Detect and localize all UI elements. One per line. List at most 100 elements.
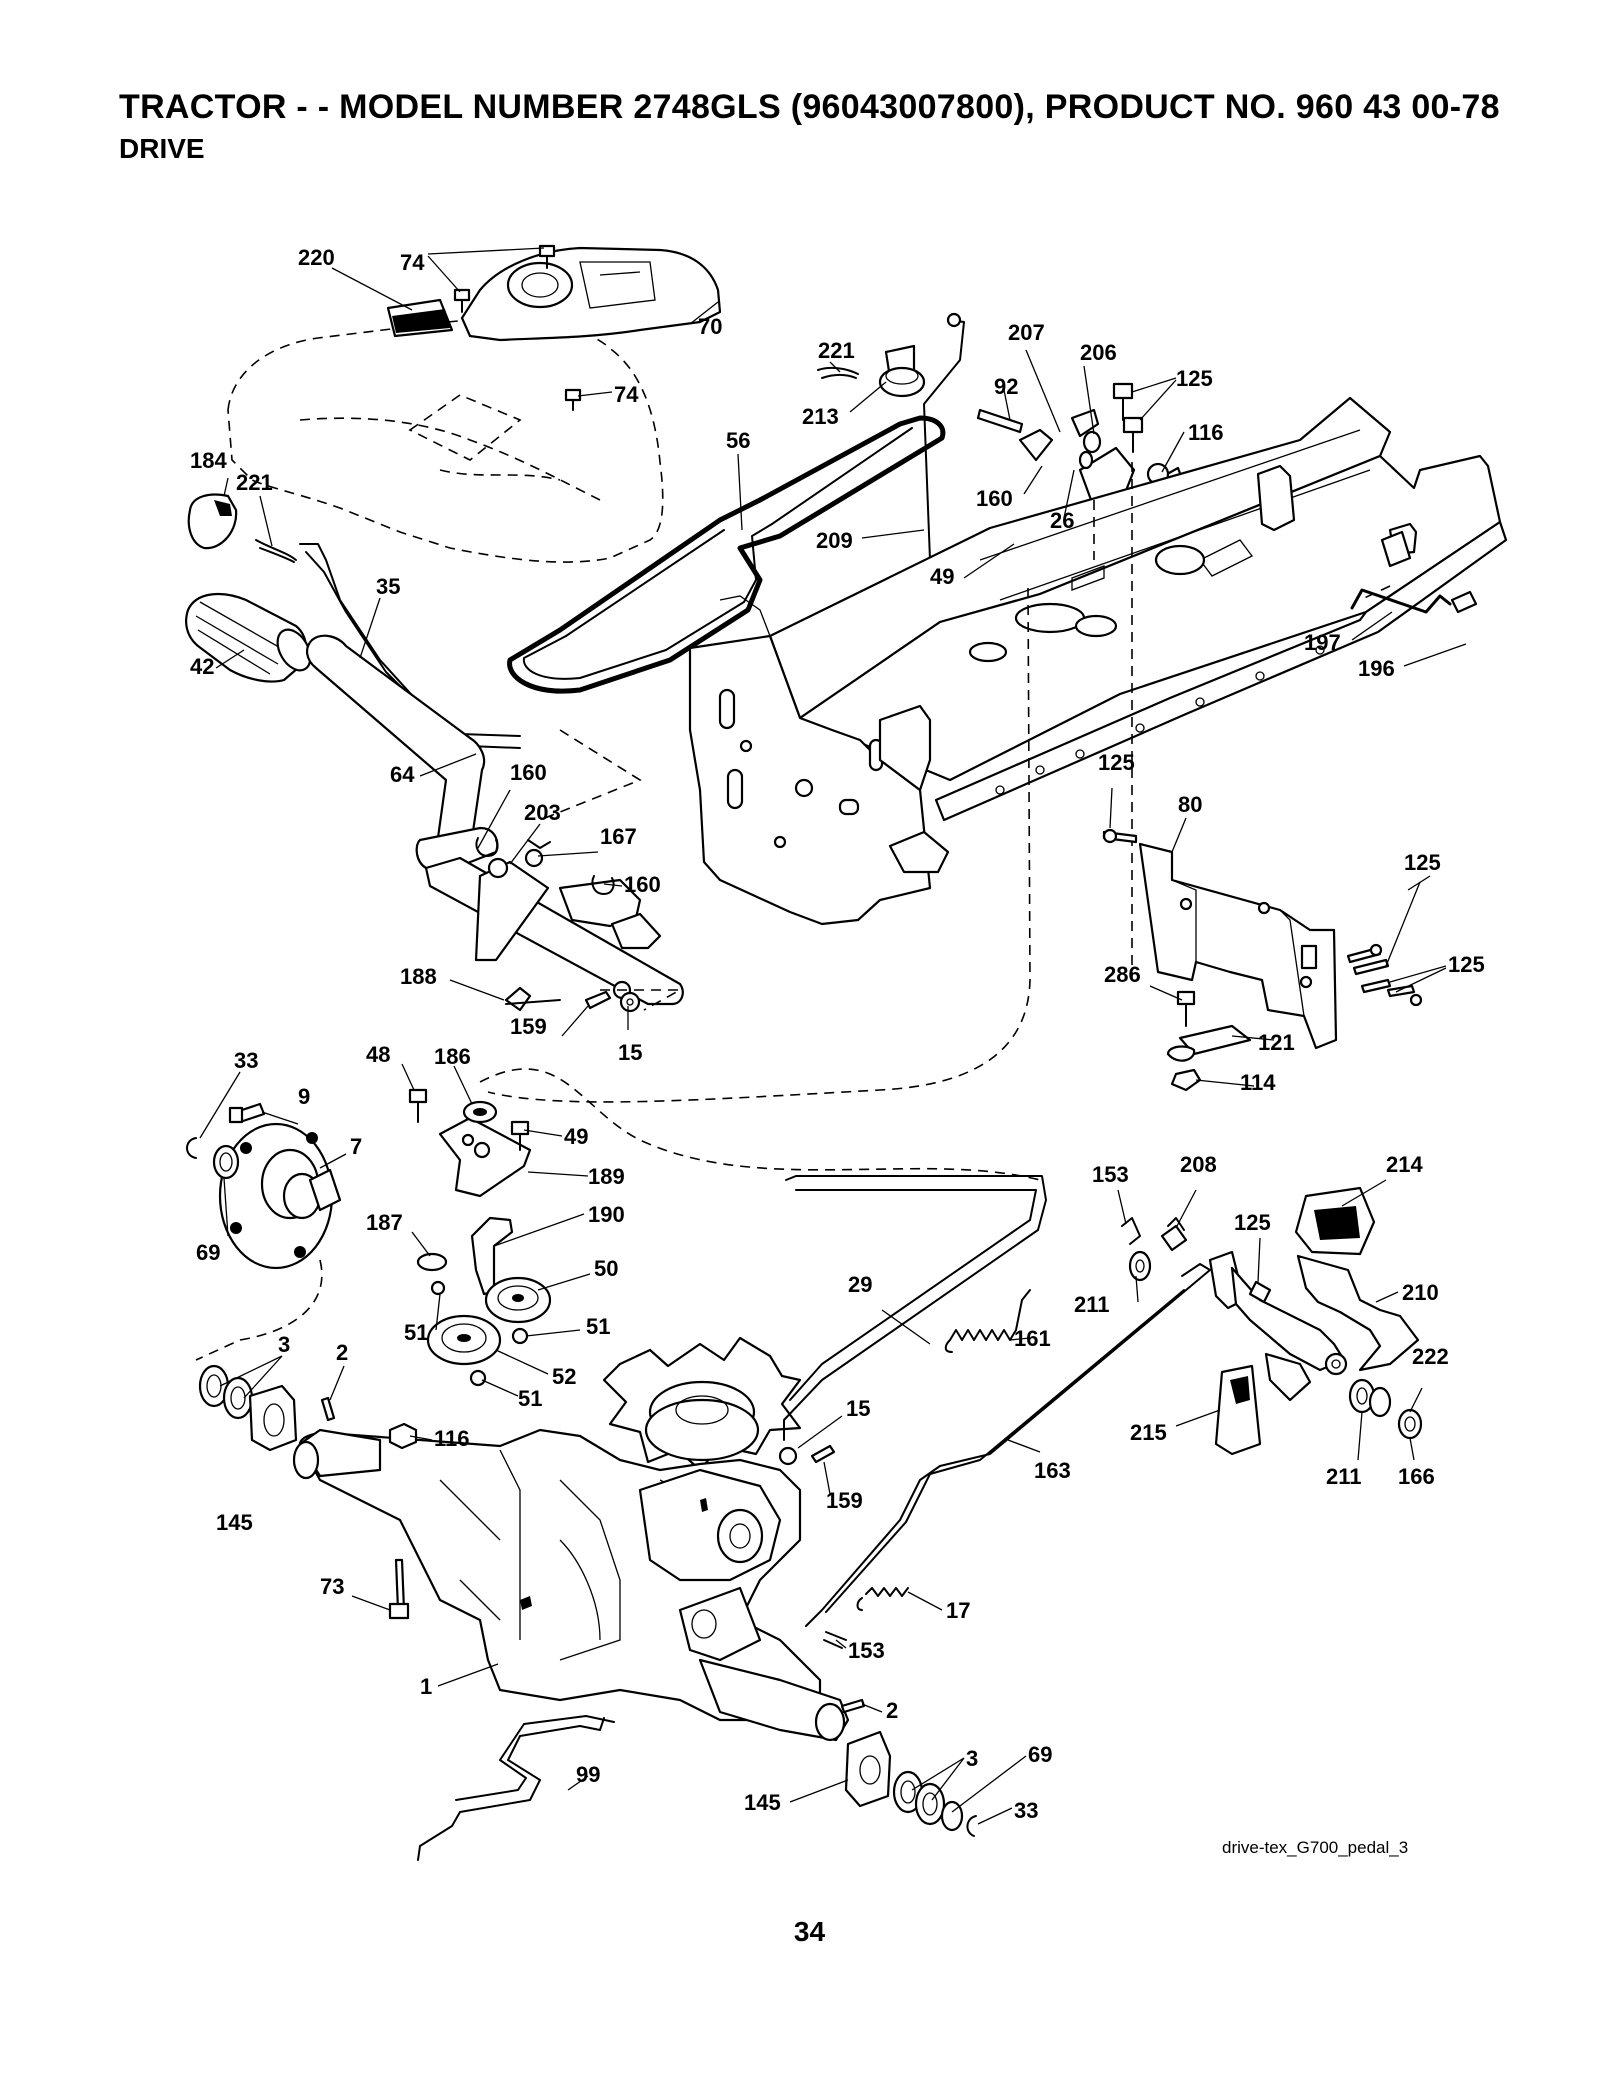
callout: 186 xyxy=(434,1044,471,1069)
callout-labels: 220 74 70 74 221 213 207 206 125 92 116 … xyxy=(190,245,1485,1823)
idler-pulleys xyxy=(426,1276,552,1387)
callout: 159 xyxy=(510,1014,547,1039)
callout: 42 xyxy=(190,654,214,679)
pedal-mechanism xyxy=(1121,1217,1348,1402)
wheel-hub xyxy=(218,1122,342,1270)
callout: 26 xyxy=(1050,508,1074,533)
pedal-pad xyxy=(1294,1186,1376,1256)
callout: 160 xyxy=(624,872,661,897)
callout: 69 xyxy=(196,1240,220,1265)
callout: 167 xyxy=(600,824,637,849)
callout: 187 xyxy=(366,1210,403,1235)
callout: 125 xyxy=(1176,366,1213,391)
washers-left xyxy=(198,1364,254,1420)
callout: 207 xyxy=(1008,320,1045,345)
callout: 2 xyxy=(886,1698,898,1723)
callout: 35 xyxy=(376,574,400,599)
callout: 15 xyxy=(846,1396,870,1421)
callout: 211 xyxy=(1326,1464,1362,1489)
callout: 49 xyxy=(564,1124,588,1149)
hairpin-clip xyxy=(255,539,297,563)
callout: 221 xyxy=(236,470,273,495)
callout: 188 xyxy=(400,964,437,989)
handle-grip xyxy=(185,593,312,683)
callout: 153 xyxy=(848,1638,885,1663)
callout: 159 xyxy=(826,1488,863,1513)
washers-right xyxy=(1348,1378,1423,1440)
callout: 203 xyxy=(524,800,561,825)
callout: 189 xyxy=(588,1164,625,1189)
bracket-121 xyxy=(1166,990,1252,1092)
callout: 214 xyxy=(1386,1152,1423,1177)
callout: 99 xyxy=(576,1762,600,1787)
callout: 160 xyxy=(510,760,547,785)
tractor-frame xyxy=(688,396,1508,926)
callout: 221 xyxy=(818,338,855,363)
callout: 196 xyxy=(1358,656,1395,681)
callout: 56 xyxy=(726,428,750,453)
dashed-reference-line xyxy=(487,587,1031,1103)
callout: 51 xyxy=(518,1386,542,1411)
callout: 80 xyxy=(1178,792,1202,817)
clevis-pin xyxy=(584,990,612,1010)
callout: 211 xyxy=(1074,1292,1110,1317)
callout: 197 xyxy=(1304,630,1341,655)
callout: 163 xyxy=(1034,1458,1071,1483)
callout: 92 xyxy=(994,374,1018,399)
callout: 64 xyxy=(390,762,415,787)
callout: 116 xyxy=(1188,420,1224,445)
callout: 29 xyxy=(848,1272,872,1297)
drive-belt xyxy=(507,415,946,694)
callout: 286 xyxy=(1104,962,1141,987)
drawing-reference: drive-tex_G700_pedal_3 xyxy=(1222,1838,1409,1857)
leader-lines xyxy=(199,247,1467,1825)
callout: 69 xyxy=(1028,1742,1052,1767)
callout: 7 xyxy=(350,1134,362,1159)
callout: 114 xyxy=(1240,1070,1276,1095)
callout: 190 xyxy=(588,1202,625,1227)
callout: 51 xyxy=(404,1320,428,1345)
callout: 215 xyxy=(1130,1420,1167,1445)
washers-axle-right xyxy=(892,1770,977,1837)
page-title: TRACTOR - - MODEL NUMBER 2748GLS (960430… xyxy=(119,88,1500,126)
callout: 153 xyxy=(1092,1162,1129,1187)
callout: 74 xyxy=(614,382,639,407)
screw-74 xyxy=(453,244,582,411)
callout: 17 xyxy=(946,1598,970,1623)
body-shroud-outline xyxy=(227,318,664,563)
callout: 9 xyxy=(298,1084,310,1109)
section-title: DRIVE xyxy=(119,133,205,164)
callout: 70 xyxy=(698,314,722,339)
bearing-block-145-right xyxy=(844,1730,892,1808)
brake-pad xyxy=(1214,1364,1262,1456)
parking-rod-209 xyxy=(923,319,965,561)
bolts-125 xyxy=(976,382,1170,486)
callout: 160 xyxy=(976,486,1013,511)
rod-29 xyxy=(783,1175,1047,1441)
callout: 3 xyxy=(278,1332,290,1357)
rod-163 xyxy=(805,1263,1211,1627)
knob-184 xyxy=(187,493,238,550)
callout: 209 xyxy=(816,528,853,553)
callout: 222 xyxy=(1412,1344,1449,1369)
callout: 33 xyxy=(234,1048,258,1073)
drive-pedal xyxy=(1296,1254,1420,1372)
callout: 220 xyxy=(298,245,335,270)
bearing-block-145 xyxy=(248,1384,298,1452)
callout: 145 xyxy=(216,1510,253,1535)
idler-bracket xyxy=(438,1116,532,1296)
callout: 50 xyxy=(594,1256,618,1281)
callout: 48 xyxy=(366,1042,390,1067)
callout: 116 xyxy=(434,1426,470,1451)
callout: 1 xyxy=(420,1674,432,1699)
callout: 2 xyxy=(336,1340,348,1365)
callout: 73 xyxy=(320,1574,344,1599)
callout: 52 xyxy=(552,1364,576,1389)
bolts-rear xyxy=(1102,828,1423,1007)
callout: 49 xyxy=(930,564,954,589)
parts-artwork xyxy=(185,244,1508,1861)
transaxle xyxy=(292,1428,850,1742)
callout: 3 xyxy=(966,1746,978,1771)
callout: 125 xyxy=(1098,750,1135,775)
